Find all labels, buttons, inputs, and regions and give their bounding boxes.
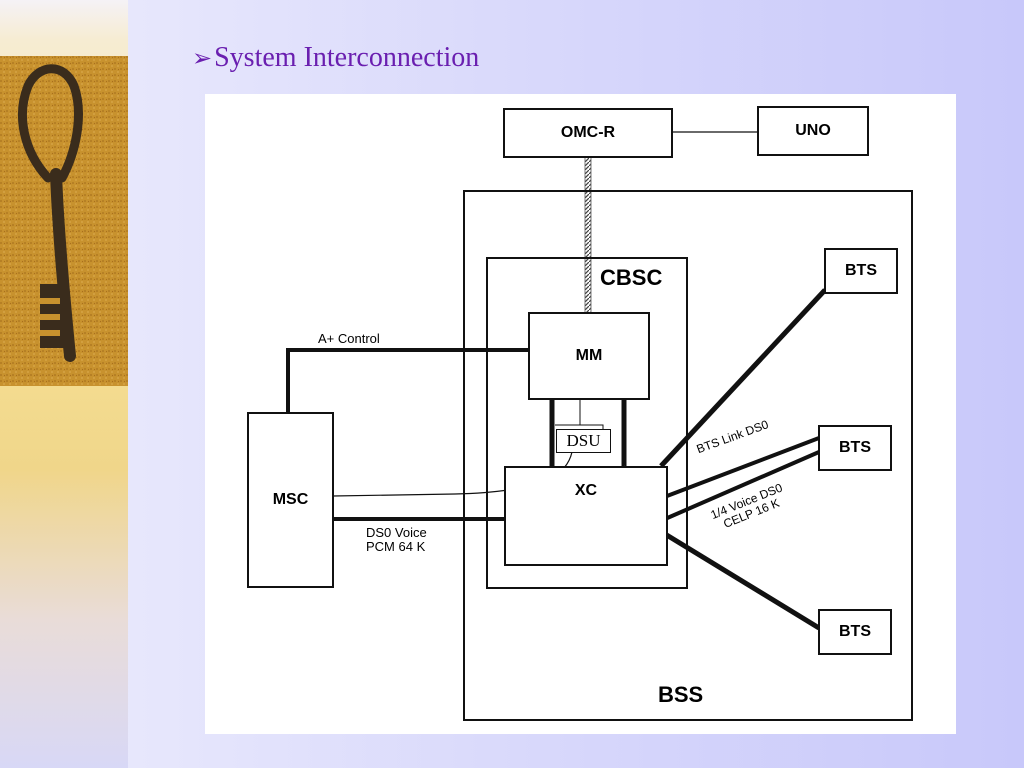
bss-label: BSS: [658, 682, 704, 707]
connection-lines: [286, 131, 827, 631]
xc-bts-top-link: [659, 288, 827, 468]
xc-label: XC: [574, 482, 598, 499]
quarter-voice-ds0-link: [664, 450, 820, 521]
bts-bottom-label: BTS: [839, 623, 871, 640]
ds0-voice-label: DS0 Voice PCM 64 K: [366, 526, 427, 553]
a-plus-control-link: [286, 348, 528, 412]
slide-title: ➢System Interconnection: [192, 42, 479, 74]
cbsc-region: [486, 257, 688, 589]
ds0-voice-line2: PCM 64 K: [366, 538, 426, 554]
dsu-bracket: [555, 424, 604, 430]
ds0-voice-line1: DS0 Voice: [366, 525, 427, 540]
bts-bottom-box: BTS: [818, 609, 892, 655]
omc-r-label: OMC-R: [560, 124, 616, 141]
system-interconnection-diagram: OMC-R UNO MM DSU XC MSC BTS BTS BTS CBSC…: [205, 94, 956, 734]
bts-top-box: BTS: [824, 248, 898, 294]
xc-box: XC: [504, 466, 668, 566]
mm-label: MM: [575, 347, 603, 364]
omc-r-box: OMC-R: [503, 108, 673, 158]
bts-mid-box: BTS: [818, 425, 892, 471]
slide-title-text: System Interconnection: [214, 42, 480, 73]
cbsc-label: CBSC: [600, 265, 663, 290]
title-bullet: ➢: [192, 46, 213, 72]
msc-box: MSC: [247, 412, 334, 588]
bts-mid-label: BTS: [839, 439, 871, 456]
left-decorative-band: [0, 0, 128, 768]
uno-box: UNO: [757, 106, 869, 156]
mm-box: MM: [528, 312, 650, 400]
bts-link-ds0: [666, 436, 820, 498]
uno-label: UNO: [795, 122, 831, 139]
bss-region: [463, 190, 913, 721]
dsu-box: DSU: [556, 429, 611, 453]
key-photo: [0, 56, 128, 386]
dsu-label: DSU: [566, 431, 601, 450]
bts-top-label: BTS: [845, 262, 877, 279]
msc-label: MSC: [272, 491, 309, 508]
a-plus-control-label: A+ Control: [318, 331, 380, 346]
xc-bts-bottom-link: [663, 531, 821, 631]
